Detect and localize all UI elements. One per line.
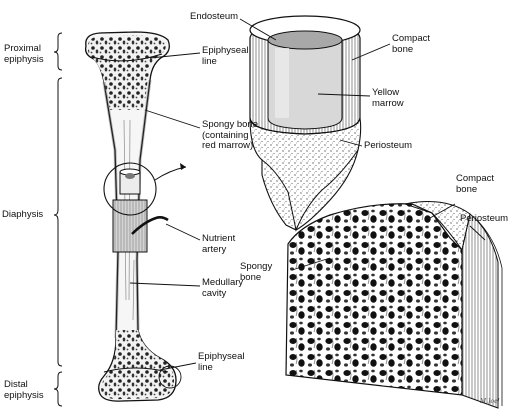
marrow-cavity-top <box>267 30 343 50</box>
artist-signature: M.Joel <box>480 398 500 405</box>
label-endosteum: Endosteum <box>190 11 239 22</box>
label-epiphyseal-line-top: Epiphyseal line <box>202 45 249 67</box>
epiphyseal-line-top <box>91 53 163 62</box>
long-bone-drawing <box>84 31 187 402</box>
arrow-head-shaft <box>180 163 186 170</box>
leader-epiphyseal-top <box>149 52 201 59</box>
nutrient-artery-vessel <box>131 216 169 235</box>
leader-endosteum <box>239 18 277 41</box>
leader-lines <box>129 18 486 371</box>
leader-spongy-red <box>144 109 201 129</box>
leader-epiphyseal-bottom <box>159 362 197 371</box>
spongy-block <box>285 203 463 396</box>
leader-medullary <box>129 282 201 287</box>
bracket-proximal <box>53 32 63 71</box>
leader-compact-bottom <box>429 203 456 219</box>
label-compact-bone-top: Compact bone <box>392 33 431 55</box>
label-periosteum-bottom: Periosteum <box>460 213 509 224</box>
leader-spongy <box>291 257 331 271</box>
bracket-distal <box>53 371 63 407</box>
label-spongy-bone-red-marrow: Spongy bone (containing red marrow) <box>202 119 258 151</box>
leader-periosteum-top <box>339 139 363 147</box>
periosteum-flap <box>261 149 359 232</box>
label-distal-epiphysis: Distal epiphysis <box>4 379 44 401</box>
periosteum-layer <box>249 117 362 231</box>
small-cylinder-marrow <box>125 173 135 179</box>
proximal-spongy-region <box>87 35 166 110</box>
leader-nutrient <box>165 223 201 241</box>
leader-yellow-marrow <box>317 93 371 97</box>
label-medullary-cavity: Medullary cavity <box>202 277 244 299</box>
leader-periosteum-bottom <box>469 225 486 241</box>
spongy-bone-detail <box>285 201 503 409</box>
label-spongy-bone: Spongy bone <box>240 261 273 283</box>
periosteum-outer-line <box>476 219 503 406</box>
label-epiphyseal-line-bottom: Epiphyseal line <box>198 351 245 373</box>
label-yellow-marrow: Yellow marrow <box>372 87 404 109</box>
epiphyseal-line-bottom <box>103 367 169 373</box>
yellow-marrow-shade <box>275 48 289 118</box>
shaft-section-detail <box>249 15 362 232</box>
bracket-diaphysis <box>53 77 63 367</box>
label-diaphysis: Diaphysis <box>2 209 44 220</box>
region-brackets <box>53 32 63 407</box>
periosteum-edge <box>461 213 499 409</box>
distal-detail-circle <box>158 365 182 389</box>
leader-compact-top <box>351 43 391 61</box>
label-proximal-epiphysis: Proximal epiphysis <box>4 43 44 65</box>
distal-spongy-region <box>101 330 174 400</box>
label-compact-bone-bottom: Compact bone <box>456 173 495 195</box>
label-periosteum-top: Periosteum <box>364 140 413 151</box>
label-nutrient-artery: Nutrient artery <box>202 233 236 255</box>
magnifier-circle <box>103 162 157 216</box>
